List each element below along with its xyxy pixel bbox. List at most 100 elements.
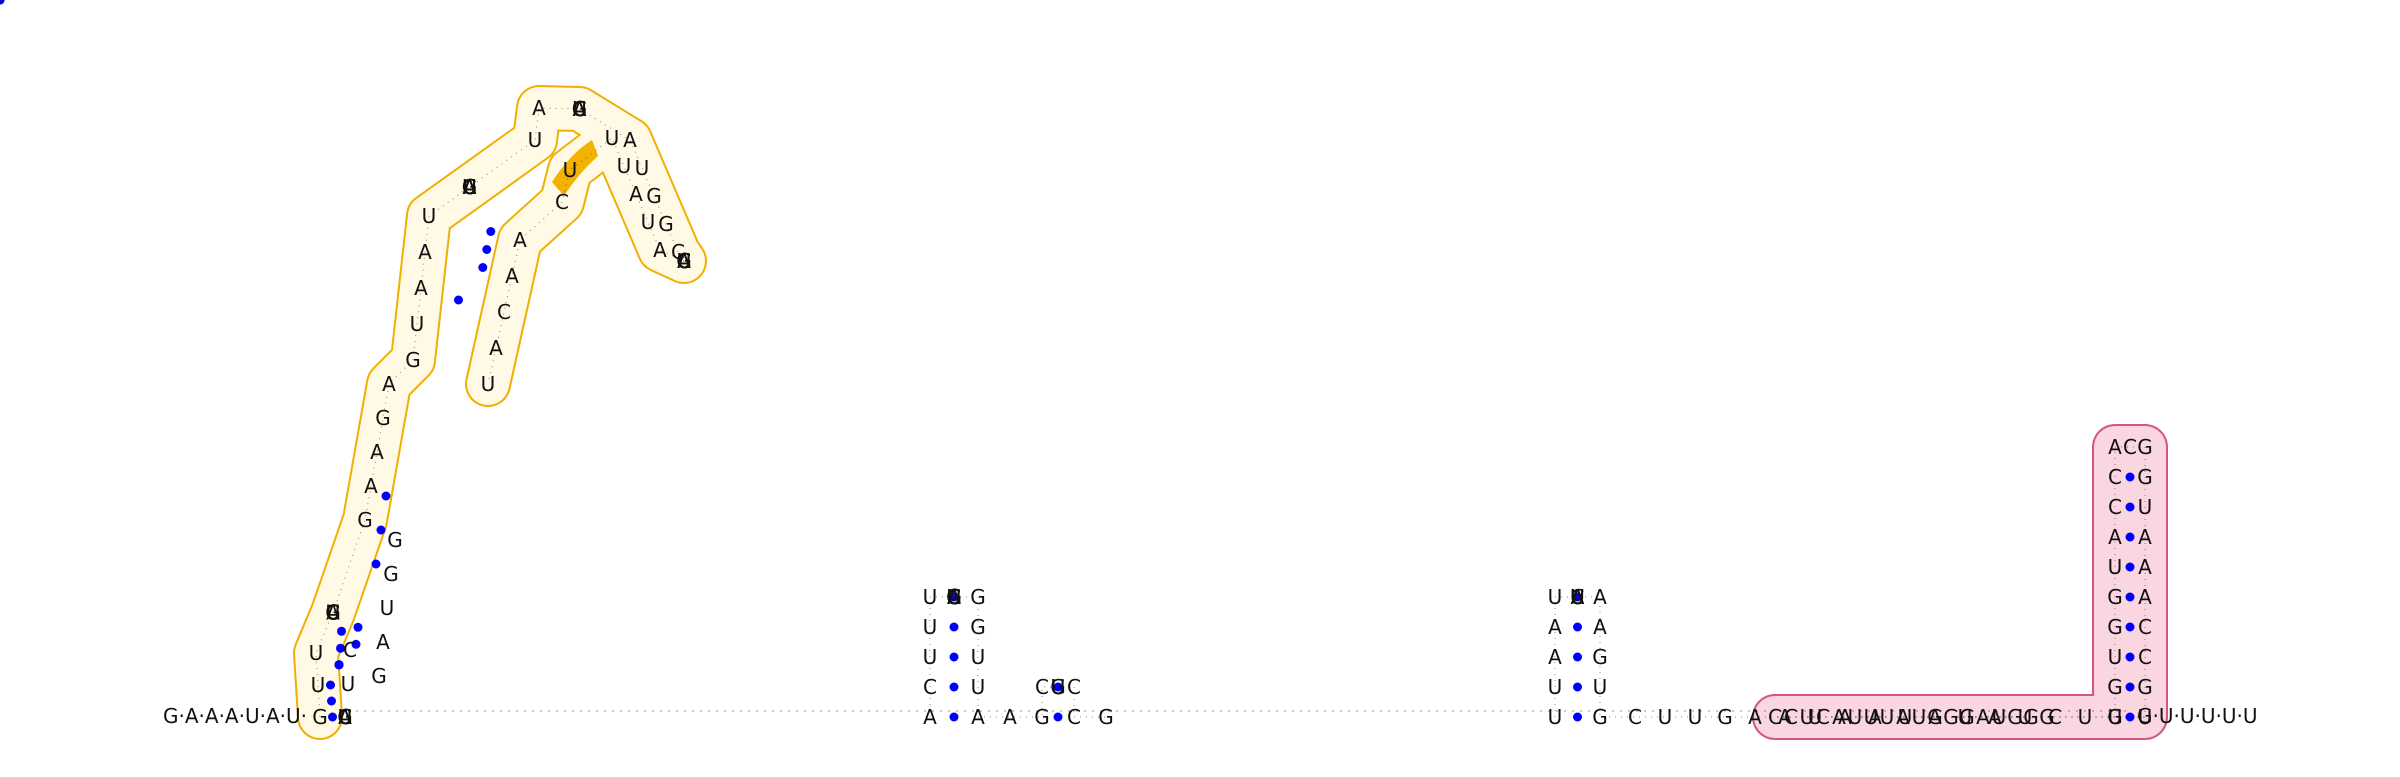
nucleotide: C xyxy=(1784,705,1798,729)
nucleotide: G xyxy=(946,585,962,609)
pink-highlighted-terminal-stem-backbone xyxy=(1775,446,2146,718)
nucleotide: C xyxy=(1768,705,1782,729)
nucleotide: G xyxy=(357,508,373,532)
base-pair-dot xyxy=(351,639,361,649)
nucleotide: U xyxy=(481,372,496,396)
nucleotide: A xyxy=(1748,705,1762,729)
nucleotide: U xyxy=(1548,585,1563,609)
base-pair-dot xyxy=(482,245,492,254)
nucleotide: U xyxy=(2078,705,2093,729)
base-pair-dot xyxy=(0,0,5,5)
nucleotide: G xyxy=(1717,705,1733,729)
nucleotide: U xyxy=(1548,675,1563,699)
nucleotide: G xyxy=(1592,705,1608,729)
nucleotide: A xyxy=(677,249,691,273)
nucleotide: G xyxy=(2137,465,2153,489)
nucleotide: A xyxy=(418,240,432,264)
nucleotide: C xyxy=(677,249,691,273)
base-pair-dot xyxy=(1573,682,1582,692)
nucleotide: A xyxy=(1928,705,1942,729)
base-pair-dot xyxy=(1053,682,1063,692)
nucleotide: G xyxy=(2107,615,2123,639)
base-pair-dot xyxy=(949,652,959,662)
nucleotide: A xyxy=(489,336,503,360)
nucleotide: U xyxy=(641,210,656,234)
nucleotide: G xyxy=(572,97,588,121)
nucleotide: A xyxy=(1571,585,1585,609)
base-pair-dot xyxy=(1573,712,1582,722)
nucleotide: A xyxy=(971,705,985,729)
nucleotide: G xyxy=(405,348,421,372)
nucleotide: U xyxy=(617,154,632,178)
nucleotide: U xyxy=(462,175,477,199)
nucleotide: U xyxy=(677,249,692,273)
nucleotide: A xyxy=(677,249,691,273)
nucleotide: A xyxy=(1832,705,1846,729)
base-pair-dot xyxy=(478,263,488,272)
nucleotide: A xyxy=(947,585,961,609)
nucleotide: G xyxy=(2107,705,2123,729)
nucleotide: G xyxy=(970,615,986,639)
base-pair-dot xyxy=(1573,652,1582,662)
nucleotide: G xyxy=(0,0,8,5)
base-pair-dot xyxy=(376,525,386,535)
nucleotide: A xyxy=(1593,615,1607,639)
base-pair-dot xyxy=(2125,652,2135,662)
nucleotide: G xyxy=(970,585,986,609)
nucleotide: A xyxy=(463,175,477,199)
base-pair-dot xyxy=(326,680,335,690)
nucleotide: A xyxy=(947,585,961,609)
nucleotide: G xyxy=(1943,705,1959,729)
nucleotide: C xyxy=(1816,705,1830,729)
nucleotide: U xyxy=(1570,585,1585,609)
nucleotide: U xyxy=(923,645,938,669)
nucleotide: U xyxy=(0,0,7,5)
nucleotide: A xyxy=(653,238,667,262)
nucleotide: A xyxy=(923,705,937,729)
nucleotide: A xyxy=(1988,705,2002,729)
nucleotide: G xyxy=(646,184,662,208)
base-pair-dot xyxy=(381,491,391,501)
nucleotide: A xyxy=(1571,585,1585,609)
nucleotide: A xyxy=(947,585,961,609)
nucleotide: G xyxy=(946,585,962,609)
nucleotide: U xyxy=(326,601,341,625)
nucleotide: C xyxy=(1067,675,1081,699)
nucleotide: U xyxy=(338,705,353,729)
nucleotide: G xyxy=(325,601,341,625)
nucleotide: A xyxy=(463,175,477,199)
nucleotide: G xyxy=(946,585,962,609)
nucleotide: C xyxy=(2138,645,2152,669)
base-pair-dot xyxy=(949,682,959,692)
nucleotide: U xyxy=(572,97,587,121)
tail-sequence: G·U·U·U·U·U xyxy=(2137,704,2257,728)
nucleotide: A xyxy=(338,705,352,729)
nucleotide: C xyxy=(573,97,587,121)
base-pair-dot xyxy=(949,712,959,722)
nucleotide: U xyxy=(1880,705,1895,729)
nucleotide: U xyxy=(338,705,353,729)
base-pair-dot xyxy=(486,227,496,236)
nucleotide: G xyxy=(383,562,399,586)
nucleotide: A xyxy=(1571,585,1585,609)
nucleotide: U xyxy=(971,675,986,699)
nucleotide: G xyxy=(2137,675,2153,699)
nucleotide: A xyxy=(338,705,352,729)
nucleotide: A xyxy=(2138,525,2152,549)
nucleotide: C xyxy=(463,175,477,199)
nucleotide: U xyxy=(309,641,324,665)
nucleotide: C xyxy=(338,705,352,729)
nucleotide: U xyxy=(923,585,938,609)
nucleotide: A xyxy=(364,474,378,498)
nucleotide: U xyxy=(380,596,395,620)
nucleotide: G xyxy=(658,212,674,236)
nucleotide: G xyxy=(1098,705,1114,729)
nucleotide: U xyxy=(422,204,437,228)
nucleotide: G xyxy=(946,585,962,609)
base-pair-dot xyxy=(336,643,345,653)
nucleotide: U xyxy=(326,601,341,625)
nucleotide: A xyxy=(1548,615,1562,639)
nucleotide: A xyxy=(1003,705,1017,729)
leader-sequence: G·A·A·A·U·A·U· xyxy=(163,704,307,728)
highlighted-segment-marker xyxy=(552,140,598,196)
